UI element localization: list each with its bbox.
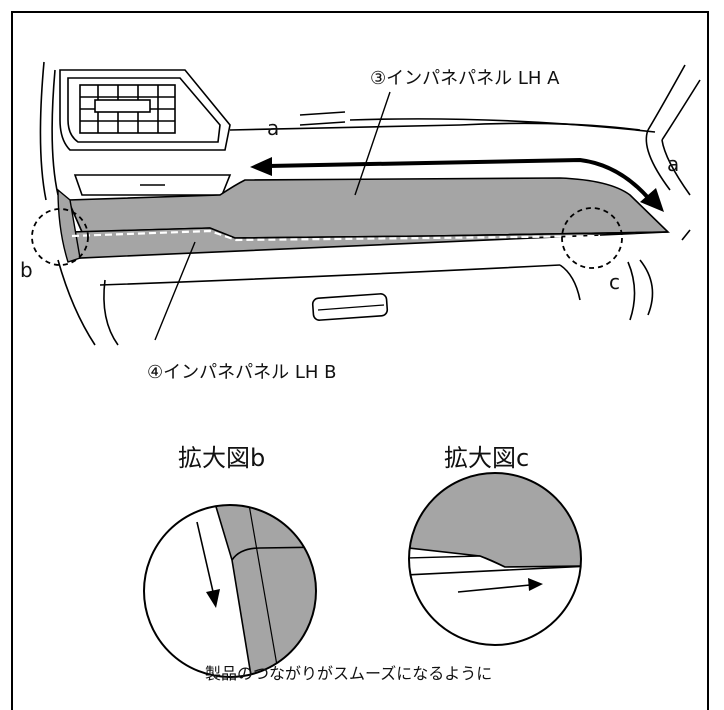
seam-line — [71, 229, 601, 242]
detail-b-title: 拡大図b — [178, 444, 266, 472]
arrow-a-to-a — [250, 157, 664, 212]
label-a-left: a — [267, 116, 280, 140]
label-a-right: a — [667, 152, 680, 176]
dashboard-outline — [39, 61, 701, 346]
detail-c-view — [408, 472, 582, 646]
detail-c-title: 拡大図c — [444, 444, 530, 472]
circle-c-marker — [561, 207, 623, 269]
part-label-lh-a: ③インパネパネル LH A — [370, 68, 560, 89]
circle-b-marker — [31, 208, 89, 266]
part-label-lh-b: ④インパネパネル LH B — [147, 362, 337, 383]
leader-part-b — [154, 241, 196, 341]
caption: 製品のつながりがスムーズになるように — [205, 664, 493, 683]
label-b: b — [20, 258, 33, 282]
figure-frame — [11, 11, 709, 710]
label-c: c — [609, 270, 620, 294]
panel-left-edge — [57, 188, 81, 263]
leader-part-a — [354, 91, 391, 196]
air-vent — [59, 69, 232, 196]
